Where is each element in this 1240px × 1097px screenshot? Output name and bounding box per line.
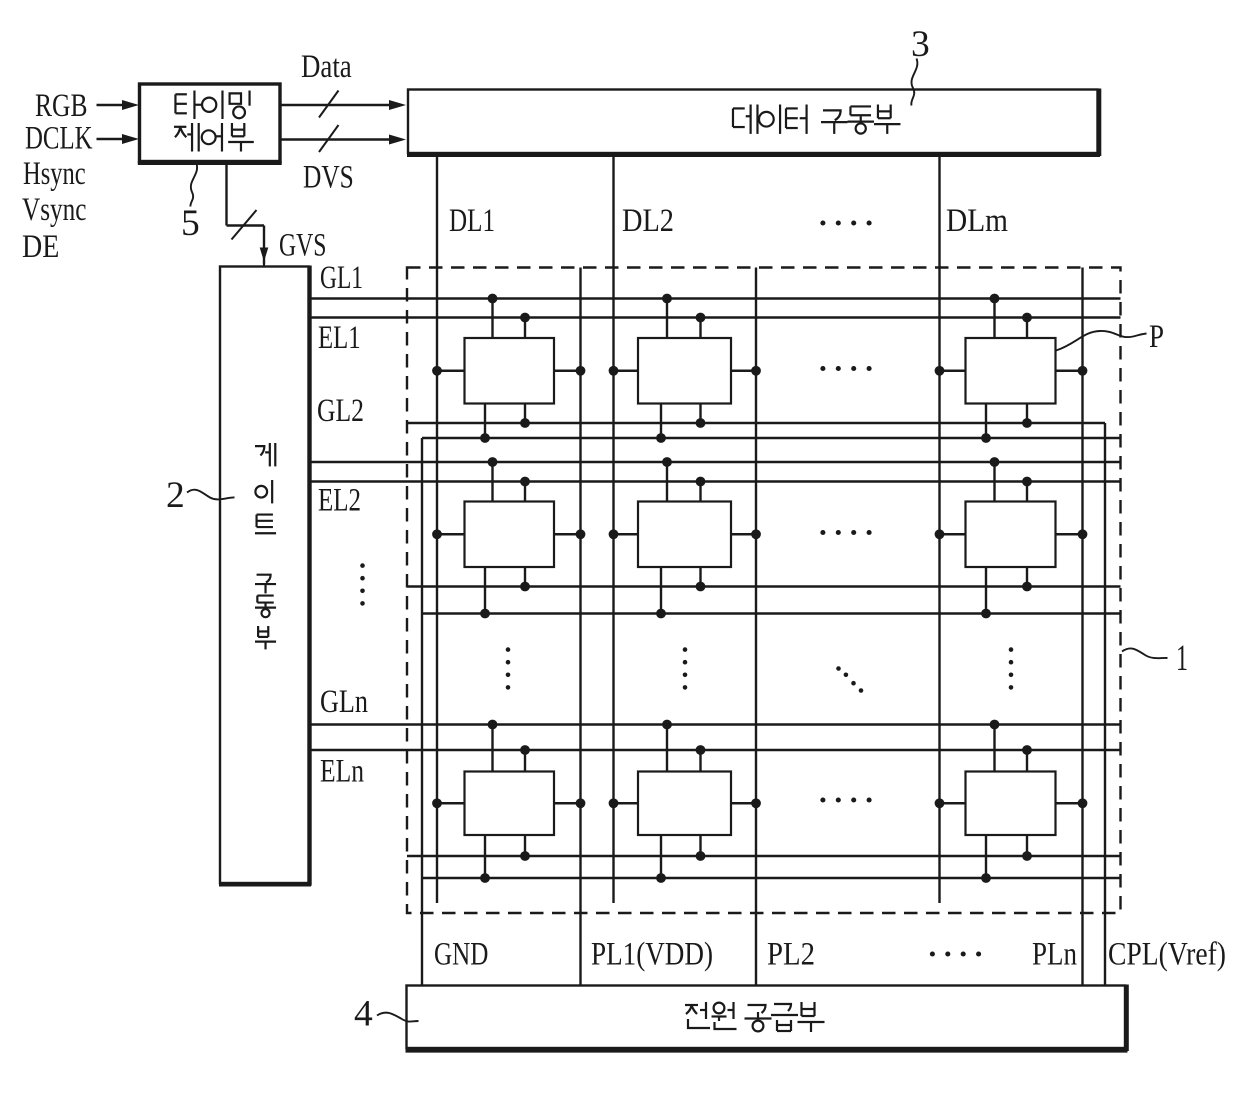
svg-text:3: 3 [911,24,930,65]
svg-text:Data: Data [301,49,352,85]
svg-text:Vsync: Vsync [22,192,86,228]
svg-text:PLn: PLn [1032,937,1077,973]
svg-text:PL2: PL2 [767,937,815,973]
svg-text:P: P [1149,319,1164,355]
svg-text:CPL(Vref): CPL(Vref) [1108,937,1226,973]
svg-text:DVS: DVS [303,160,354,196]
svg-text:DE: DE [22,229,59,265]
svg-text:5: 5 [181,203,200,244]
svg-text:Hsync: Hsync [23,156,86,192]
svg-text:GVS: GVS [279,228,327,264]
svg-text:EL2: EL2 [318,483,361,519]
svg-text:GND: GND [434,937,488,973]
svg-text:GL2: GL2 [317,393,364,429]
svg-text:4: 4 [354,994,373,1035]
svg-text:DLm: DLm [946,203,1008,239]
svg-text:DL2: DL2 [622,203,674,239]
svg-text:2: 2 [166,475,185,516]
svg-text:1: 1 [1176,638,1188,679]
svg-text:DCLK: DCLK [25,121,93,157]
svg-text:RGB: RGB [35,88,88,124]
svg-text:GL1: GL1 [320,260,363,296]
svg-text:PL1(VDD): PL1(VDD) [591,937,713,973]
svg-text:DL1: DL1 [449,203,495,239]
svg-text:EL1: EL1 [318,320,361,356]
svg-text:ELn: ELn [320,754,364,790]
svg-text:GLn: GLn [320,684,368,720]
